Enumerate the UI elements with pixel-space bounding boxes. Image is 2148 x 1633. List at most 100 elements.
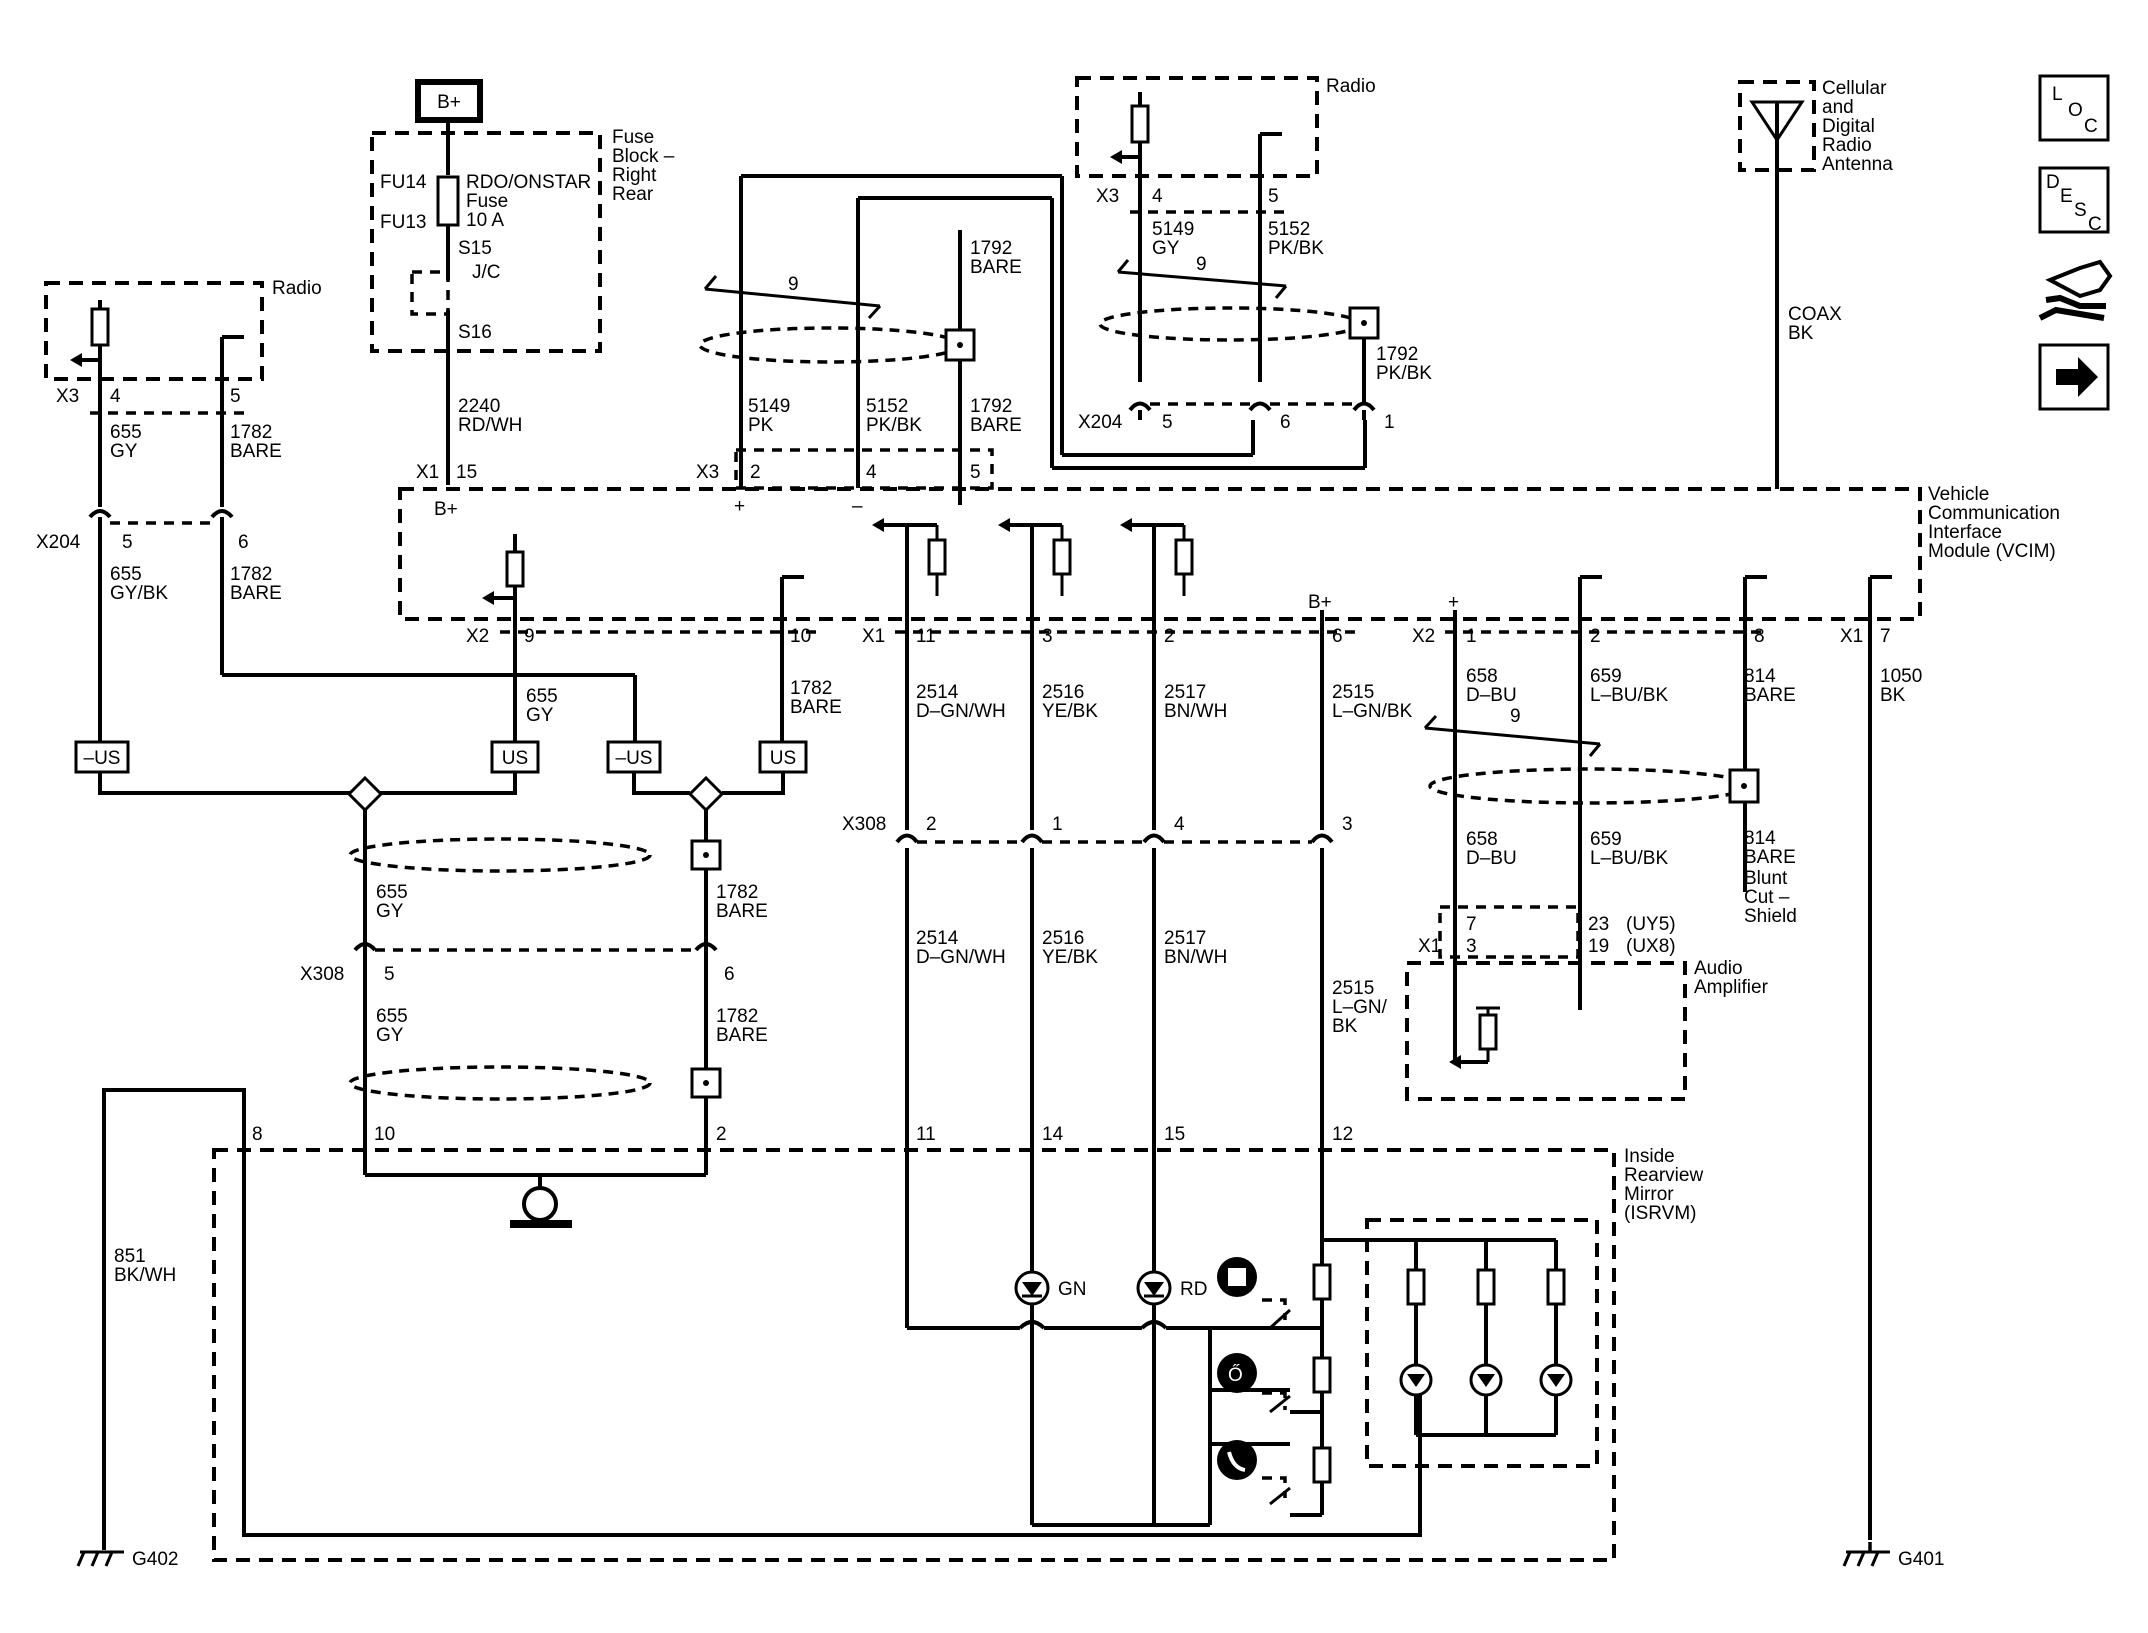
svg-text:23: 23 [1588,914,1609,935]
svg-text:3: 3 [1466,936,1477,957]
svg-text:(UY5): (UY5) [1626,914,1676,935]
svg-text:Digital: Digital [1822,116,1875,137]
svg-text:5152: 5152 [1268,219,1310,240]
svg-text:5152: 5152 [866,396,908,417]
svg-text:2: 2 [926,814,937,835]
svg-text:Block –: Block – [612,146,675,167]
svg-text:Rearview: Rearview [1624,1165,1703,1186]
svg-text:L–BU/BK: L–BU/BK [1590,685,1668,706]
svg-text:–US: –US [84,748,121,769]
hand-wrench-icon[interactable] [2038,259,2113,321]
svg-text:BARE: BARE [790,697,842,718]
loc-button[interactable]: L O C [2038,74,2110,142]
svg-text:S: S [2074,200,2087,221]
svg-text:10: 10 [790,626,811,647]
svg-text:GY: GY [376,901,404,922]
svg-text:Ő: Ő [1228,1364,1243,1386]
x308-center: X308 2 1 4 3 2514 D–GN/WH 2516 YE/BK 251… [842,814,1388,1525]
svg-text:BARE: BARE [230,583,282,604]
svg-text:Inside: Inside [1624,1146,1675,1167]
svg-text:1782: 1782 [716,1006,758,1027]
svg-text:X1: X1 [1418,936,1441,957]
svg-text:851: 851 [114,1246,146,1267]
svg-text:B+: B+ [437,92,461,113]
svg-text:8: 8 [1754,626,1765,647]
onstar-button-icon [1226,1266,1248,1288]
svg-text:9: 9 [1196,254,1207,275]
fuse-block: B+ Fuse Block – Right Rear FU14 FU13 RDO… [370,79,675,485]
svg-text:G401: G401 [1898,1549,1944,1570]
svg-text:BARE: BARE [716,1025,768,1046]
svg-text:14: 14 [1042,1124,1064,1145]
svg-text:6: 6 [724,964,735,985]
svg-text:5149: 5149 [748,396,790,417]
svg-text:GY: GY [110,441,138,462]
svg-text:BN/WH: BN/WH [1164,947,1227,968]
svg-text:X1: X1 [862,626,885,647]
svg-text:4: 4 [1152,186,1163,207]
svg-text:D: D [2046,172,2060,193]
svg-text:(UX8): (UX8) [1626,936,1676,957]
arrow-right-icon[interactable] [2038,343,2110,411]
desc-button[interactable]: D E S C [2038,166,2110,235]
vcim-internal-right: B+ X1 11 3 2 6 2514 D–GN/WH 2516 YE/BK 2… [862,518,1922,1540]
svg-text:1: 1 [1052,814,1063,835]
vcim-internal-left: X2 9 10 655 GY 1782 BARE [466,534,842,742]
svg-text:FU14: FU14 [380,172,427,193]
svg-text:BN/WH: BN/WH [1164,701,1227,722]
svg-text:PK/BK: PK/BK [1268,238,1324,259]
svg-text:D–BU: D–BU [1466,848,1517,869]
svg-text:RD: RD [1180,1279,1207,1300]
svg-text:2515: 2515 [1332,978,1374,999]
svg-text:6: 6 [1332,626,1343,647]
radio-left: Radio X3 4 5 655 GY 1782 BARE [44,278,322,507]
svg-text:YE/BK: YE/BK [1042,701,1098,722]
svg-text:2240: 2240 [458,396,500,417]
svg-text:2514: 2514 [916,928,959,949]
svg-text:Fuse: Fuse [466,191,508,212]
svg-text:2: 2 [1590,626,1601,647]
svg-text:3: 3 [1342,814,1353,835]
svg-text:2: 2 [1164,626,1175,647]
svg-text:BK: BK [1332,1016,1358,1037]
svg-text:GN: GN [1058,1279,1087,1300]
svg-text:655: 655 [526,686,558,707]
svg-text:2: 2 [716,1124,727,1145]
svg-text:655: 655 [376,1006,408,1027]
svg-text:L–GN/BK: L–GN/BK [1332,701,1413,722]
svg-text:YE/BK: YE/BK [1042,947,1098,968]
svg-text:Fuse: Fuse [612,127,654,148]
svg-text:2517: 2517 [1164,928,1206,949]
svg-text:US: US [502,748,528,769]
svg-text:(ISRVM): (ISRVM) [1624,1203,1696,1224]
svg-text:X308: X308 [300,964,344,985]
radio-right: Radio X3 4 5 5149 GY 5152 PK/BK 9 1792 P… [1075,76,1432,433]
svg-text:Vehicle: Vehicle [1928,484,1989,505]
svg-text:8: 8 [252,1124,263,1145]
svg-text:7: 7 [1466,914,1477,935]
svg-text:659: 659 [1590,666,1622,687]
svg-text:S16: S16 [458,322,492,343]
svg-text:5: 5 [1162,412,1173,433]
svg-text:2516: 2516 [1042,682,1084,703]
svg-text:814: 814 [1744,666,1776,687]
svg-text:Blunt: Blunt [1744,868,1788,889]
svg-text:BK: BK [1880,685,1906,706]
svg-text:and: and [1822,97,1854,118]
svg-text:5: 5 [230,386,241,407]
svg-text:1050: 1050 [1880,666,1922,687]
svg-text:1: 1 [1466,626,1477,647]
svg-text:C: C [2088,214,2102,235]
svg-text:BARE: BARE [716,901,768,922]
svg-text:GY: GY [1152,238,1180,259]
svg-text:–US: –US [616,748,653,769]
svg-text:X204: X204 [36,532,81,553]
svg-text:2: 2 [750,462,761,483]
svg-text:659: 659 [1590,829,1622,850]
svg-text:PK: PK [748,415,774,436]
ground-g402: G402 [76,1470,178,1570]
svg-text:RDO/ONSTAR: RDO/ONSTAR [466,172,591,193]
svg-text:X204: X204 [1078,412,1123,433]
svg-text:S15: S15 [458,238,492,259]
svg-text:655: 655 [376,882,408,903]
